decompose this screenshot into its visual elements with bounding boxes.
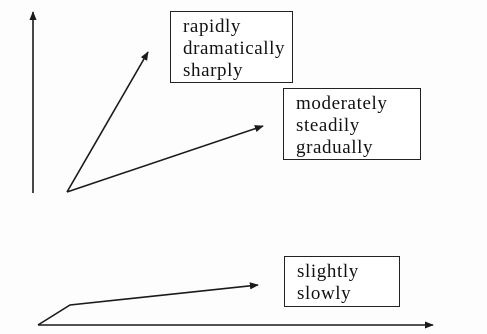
medium-words-box: moderately steadily gradually xyxy=(283,88,421,160)
word-steadily: steadily xyxy=(296,115,360,136)
word-sharply: sharply xyxy=(183,60,244,81)
fast-words-box: rapidly dramatically sharply xyxy=(170,11,293,83)
word-gradually: gradually xyxy=(296,137,374,158)
slow-words-box: slightly slowly xyxy=(284,256,400,307)
word-moderately: moderately xyxy=(296,93,388,114)
word-dramatically: dramatically xyxy=(183,38,286,59)
word-rapidly: rapidly xyxy=(183,16,242,37)
word-slightly: slightly xyxy=(297,261,359,282)
moderate-arrow xyxy=(66,125,264,193)
word-slowly: slowly xyxy=(297,283,352,304)
steep-arrow xyxy=(66,51,149,193)
slight-arrow xyxy=(37,282,259,326)
